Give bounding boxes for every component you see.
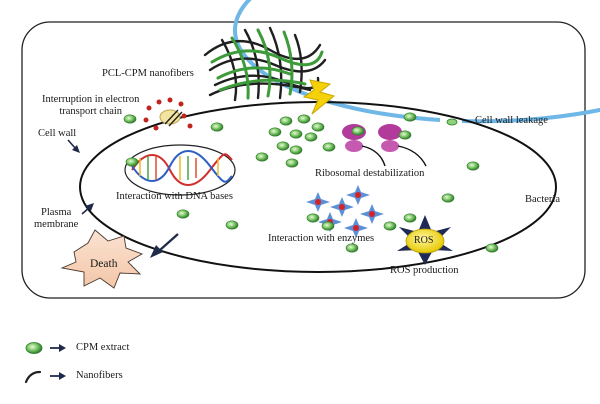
cell-wall-ring	[233, 0, 600, 124]
cpm-bead	[279, 116, 293, 126]
enzymes-label: Interaction with enzymes	[268, 233, 375, 244]
cpm-bead	[351, 126, 365, 136]
cpm-bead	[466, 161, 480, 171]
leakage-marks	[446, 118, 458, 126]
legend-cpm-label: CPM extract	[76, 342, 130, 353]
ribosomal-label: Ribosomal destabilization	[315, 168, 425, 179]
death-burst-icon	[60, 229, 144, 289]
cpm-bead	[176, 209, 190, 219]
death-arrow	[150, 233, 179, 258]
cpm-bead	[383, 221, 397, 231]
cpm-bead	[345, 243, 359, 253]
cpm-bead	[403, 112, 417, 122]
cpm-bead	[403, 213, 417, 223]
ros-production-label: ROS production	[390, 265, 459, 276]
dna-helix-icon	[131, 150, 233, 186]
ribosome-icon	[342, 124, 427, 167]
legend-nanofibers-label: Nanofibers	[76, 370, 123, 381]
bacteria-label: Bacteria	[525, 194, 560, 205]
plasma-membrane-label: Plasma membrane	[34, 207, 79, 230]
legend-fiber-icon	[24, 370, 66, 384]
cpm-bead	[210, 122, 224, 132]
death-label: Death	[90, 258, 118, 270]
cpm-bead	[485, 243, 499, 253]
cpm-bead	[289, 145, 303, 155]
dna-label: Interaction with DNA bases	[116, 191, 233, 202]
cpm-bead	[297, 114, 311, 124]
lightning-icon	[302, 79, 336, 115]
cpm-bead	[322, 142, 336, 152]
cell-wall-label: Cell wall	[38, 128, 77, 139]
ros-burst-icon	[397, 215, 453, 265]
cpm-bead	[398, 130, 412, 140]
nanofibers-label: PCL-CPM nanofibers	[102, 68, 194, 79]
enzyme-icons	[306, 185, 384, 238]
interruption-label: Interruption in electron transport chain	[42, 94, 140, 117]
cpm-bead	[321, 221, 335, 231]
cpm-bead	[268, 127, 282, 137]
cpm-extract-beads	[123, 112, 499, 253]
cpm-bead	[304, 132, 318, 142]
cpm-bead	[285, 158, 299, 168]
cpm-bead	[289, 129, 303, 139]
legend-bead-icon	[25, 342, 66, 354]
cell-wall-pointer	[67, 139, 80, 153]
cpm-bead	[306, 213, 320, 223]
cpm-bead	[441, 193, 455, 203]
cpm-bead	[276, 141, 290, 151]
ros-label: ROS	[414, 235, 434, 246]
cell-wall-leakage-label: Cell wall leakage	[475, 115, 548, 126]
membrane-pointer	[81, 203, 94, 215]
cpm-bead	[311, 122, 325, 132]
cpm-bead	[255, 152, 269, 162]
nanofiber-mesh-icon	[203, 26, 327, 102]
cpm-bead	[123, 114, 137, 124]
outer-frame	[21, 21, 586, 299]
etc-disruption-icon	[143, 97, 193, 131]
cpm-bead	[125, 157, 139, 167]
cpm-bead	[225, 220, 239, 230]
